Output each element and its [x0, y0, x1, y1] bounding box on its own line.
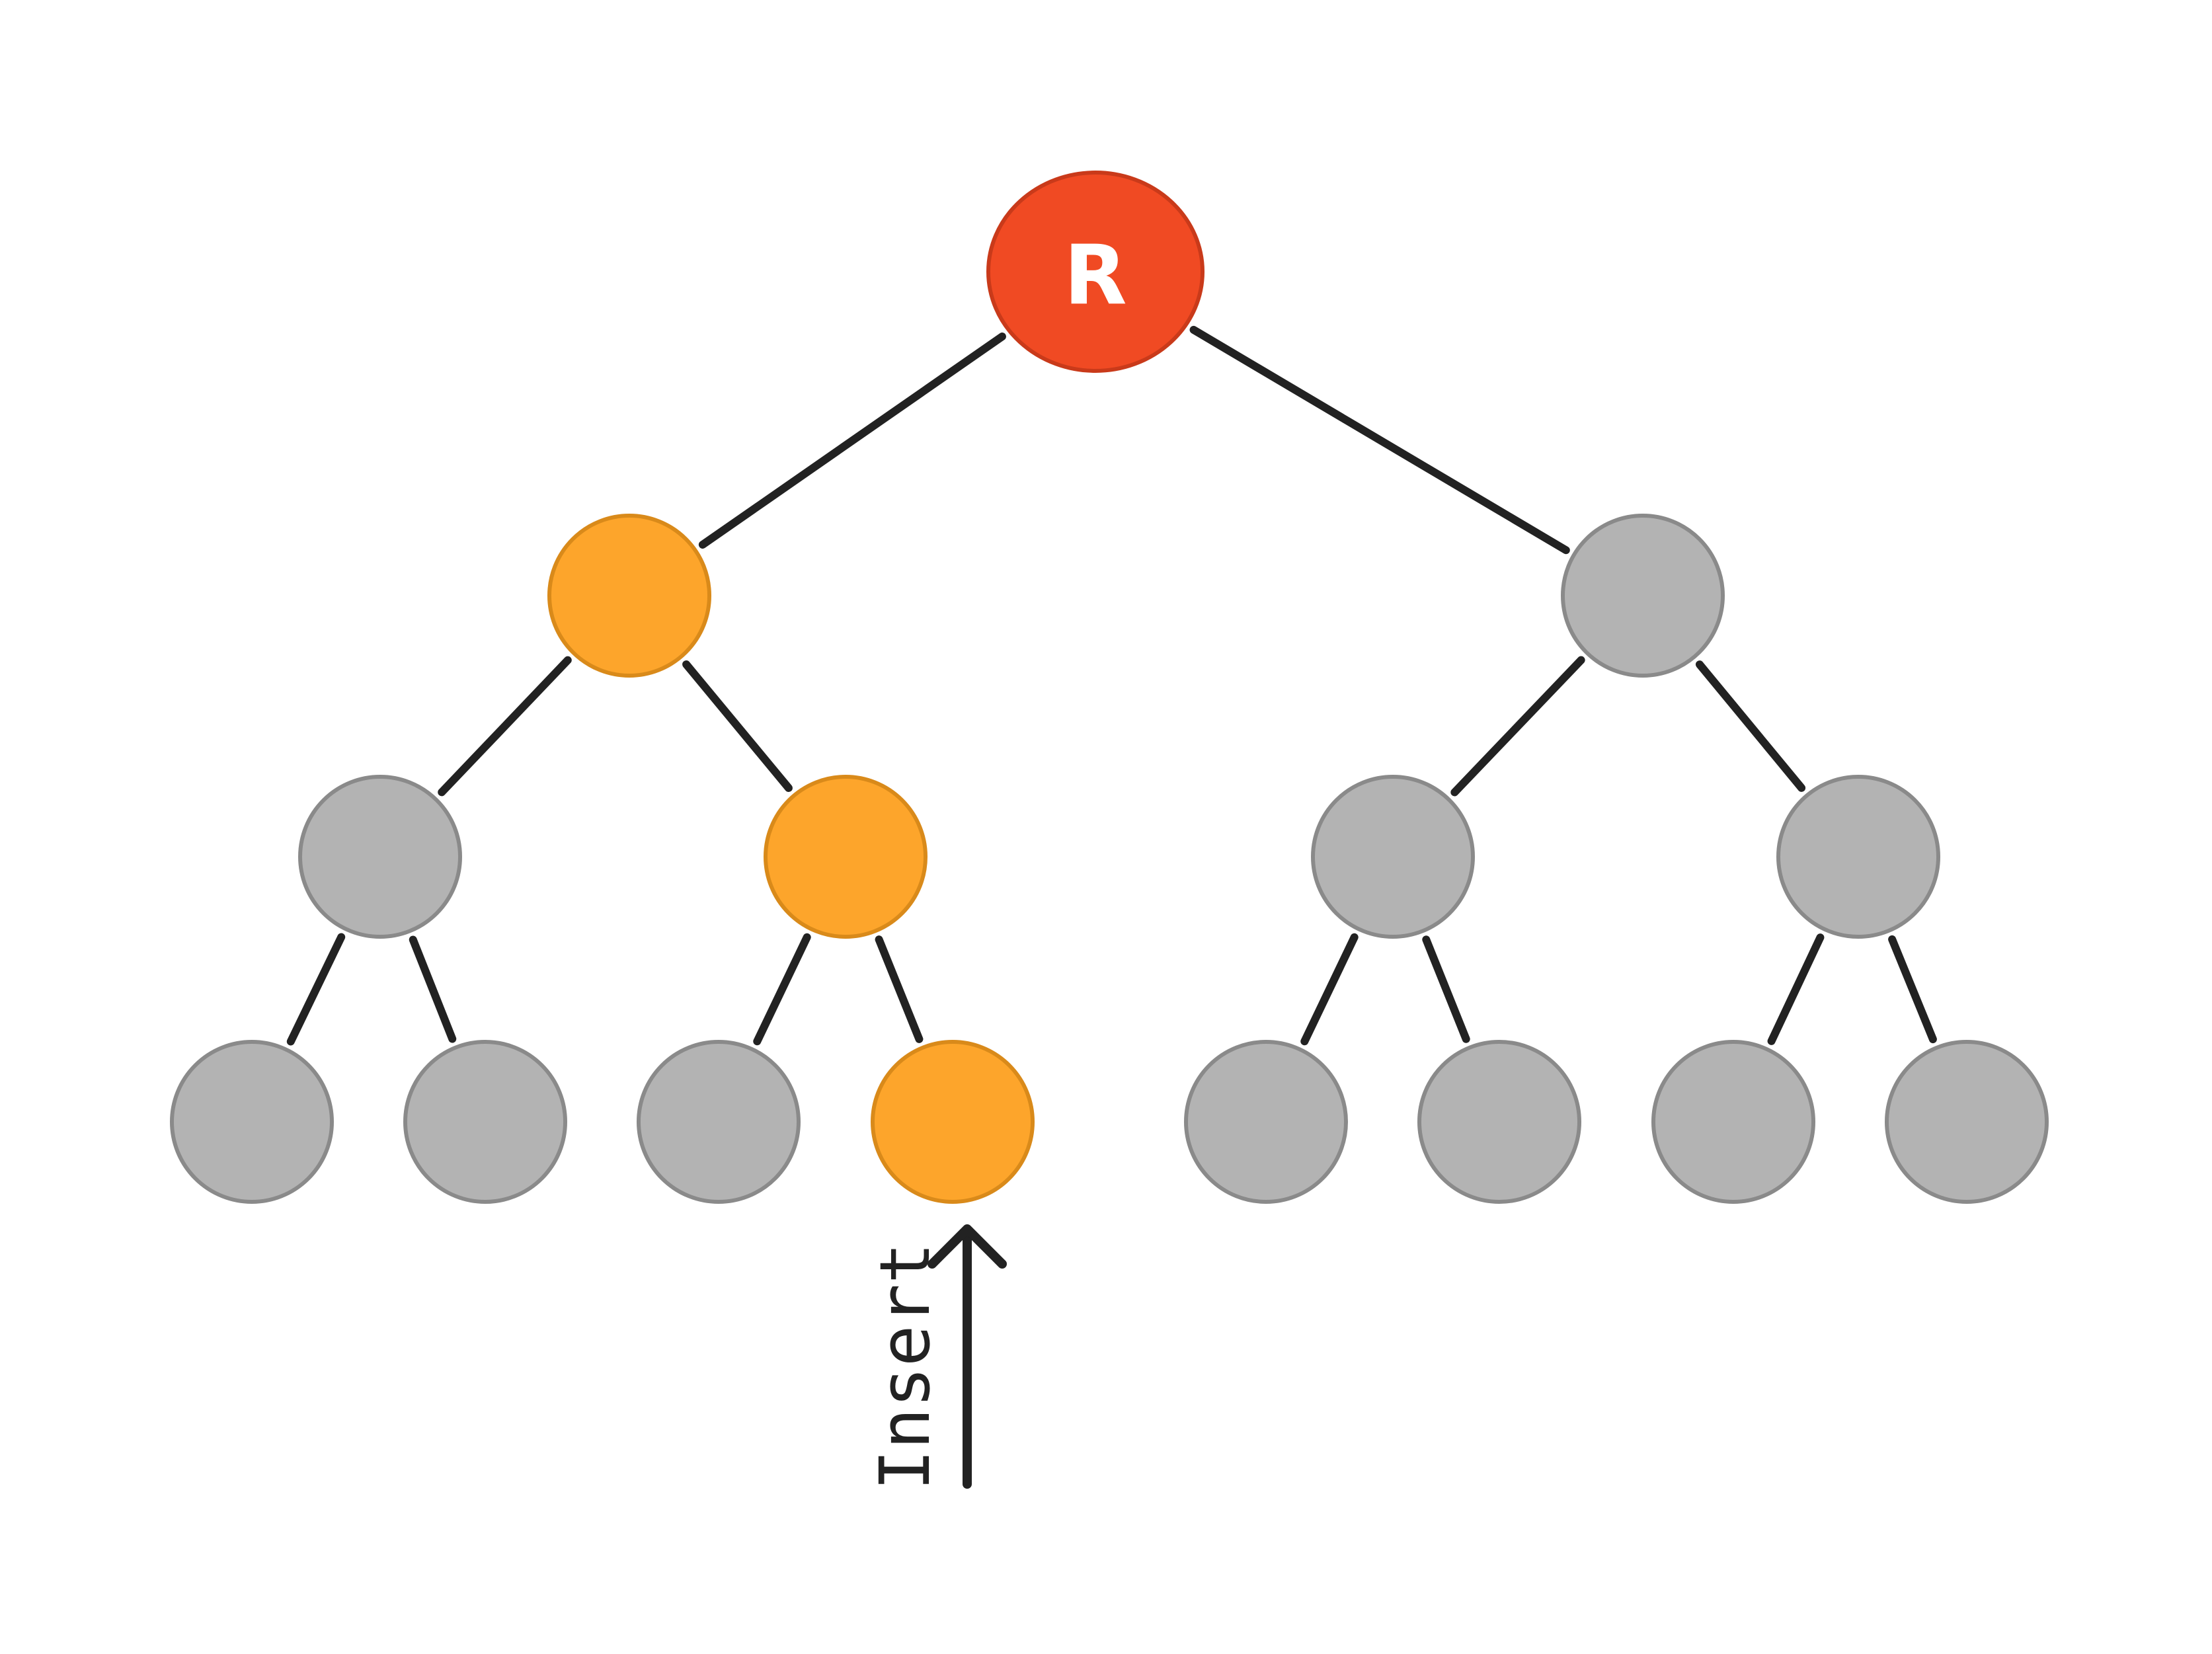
tree-edges	[286, 325, 1937, 1046]
edge-rr-rrr	[1888, 935, 1937, 1044]
edge-rl-rlr	[1422, 935, 1470, 1043]
tree-node-root	[986, 171, 1205, 373]
tree-node-rr	[1776, 775, 1940, 939]
insert-label: Insert	[865, 1242, 945, 1491]
root-node-label: R	[1064, 228, 1126, 323]
edge-r-rr	[1695, 660, 1806, 792]
tree-node-lr	[764, 775, 928, 939]
tree-node-lrr	[871, 1040, 1035, 1204]
insert-arrow	[928, 1224, 1007, 1489]
tree-node-rlr	[1417, 1040, 1581, 1204]
tree-node-rrr	[1885, 1040, 2049, 1204]
tree-node-rrl	[1651, 1040, 1815, 1204]
edge-ll-llr	[409, 935, 457, 1043]
tree-node-ll	[298, 775, 462, 939]
tree-node-rll	[1184, 1040, 1348, 1204]
edge-rl-rll	[1300, 933, 1359, 1046]
tree-node-lll	[170, 1040, 334, 1204]
tree-node-l	[547, 514, 711, 678]
tree-nodes	[170, 171, 2049, 1204]
edge-l-lr	[682, 660, 793, 793]
tree-node-rl	[1311, 775, 1475, 939]
edge-l-ll	[438, 656, 572, 797]
tree-node-llr	[403, 1040, 567, 1204]
tree-node-lrl	[637, 1040, 801, 1204]
edge-root-r	[1189, 325, 1570, 555]
edge-rr-rrl	[1767, 933, 1825, 1045]
edge-lr-lrr	[875, 935, 924, 1043]
tree-node-r	[1561, 514, 1725, 678]
edge-ll-lll	[286, 933, 346, 1046]
edge-r-rl	[1450, 656, 1585, 797]
edge-root-l	[698, 333, 1006, 549]
edge-lr-lrl	[753, 933, 811, 1046]
